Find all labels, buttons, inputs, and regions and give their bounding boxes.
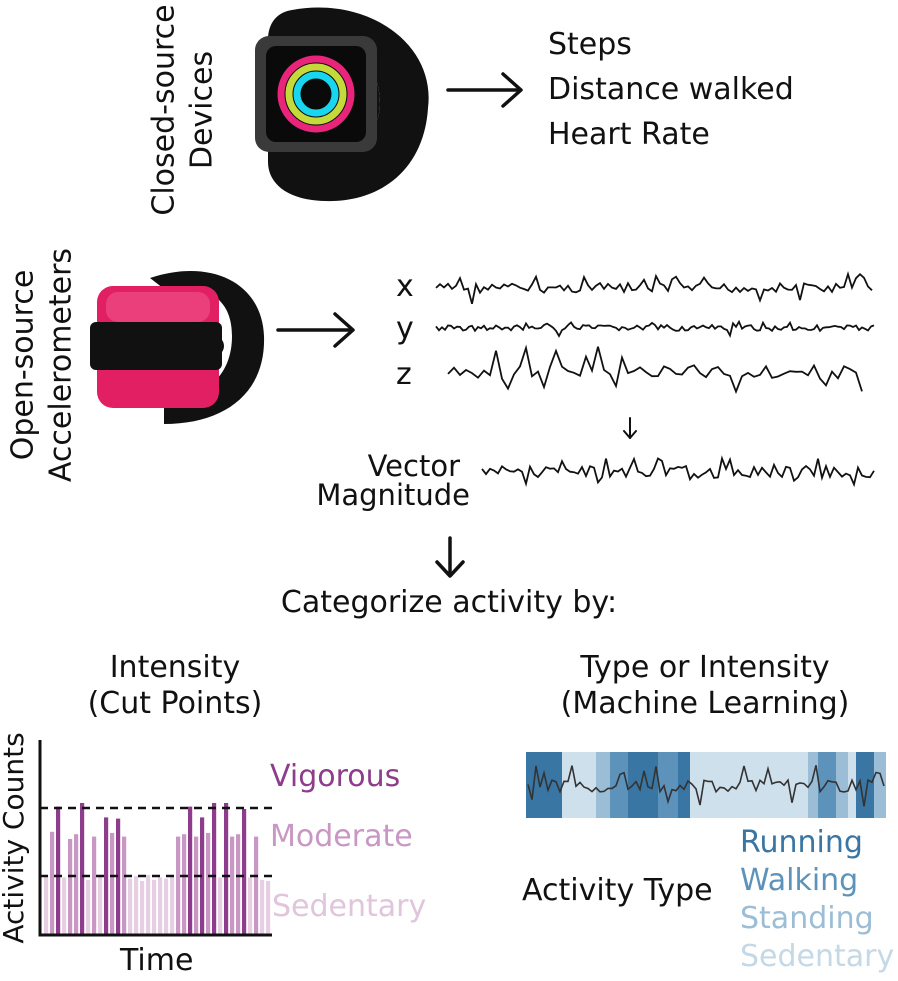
arrow-down-icon xyxy=(435,536,465,578)
activity-bar xyxy=(176,836,181,935)
cut-points-title-line1: Intensity xyxy=(109,650,241,685)
activity-bar xyxy=(74,834,79,935)
vector-line1: Vector xyxy=(367,449,460,483)
ml-segment-standing xyxy=(808,752,818,818)
ml-segment-ml-sedentary xyxy=(562,752,596,818)
activity-bar xyxy=(62,877,67,935)
activity-bar xyxy=(128,878,133,935)
level-vigorous: Vigorous xyxy=(270,759,401,794)
activity-bar xyxy=(92,836,97,935)
ml-title: Type or Intensity (Machine Learning) xyxy=(525,650,885,722)
class-standing: Standing xyxy=(740,901,874,936)
axis-z-label: z xyxy=(396,357,412,392)
level-moderate: Moderate xyxy=(270,819,413,854)
ml-segment-standing xyxy=(836,752,848,818)
arrow-right-icon xyxy=(446,72,523,108)
ml-signal xyxy=(527,765,885,807)
ml-segment-walking xyxy=(610,752,628,818)
activity-bar xyxy=(164,878,169,935)
ml-title-line1: Type or Intensity xyxy=(580,650,830,685)
activity-bar xyxy=(266,881,271,935)
activity-bar xyxy=(242,809,247,935)
activity-bar xyxy=(170,876,175,935)
activity-bar xyxy=(122,836,127,935)
activity-bar xyxy=(218,877,223,935)
activity-bar xyxy=(260,879,265,935)
cut-points-xlabel: Time xyxy=(120,943,194,978)
open-source-line2: Accelerometers xyxy=(43,247,78,483)
accelerometer-device-icon xyxy=(90,271,265,424)
cut-points-chart xyxy=(38,740,272,937)
activity-bar xyxy=(206,833,211,935)
level-sedentary: Sedentary xyxy=(272,889,427,924)
chart-axes xyxy=(38,740,272,937)
class-sedentary: Sedentary xyxy=(740,939,895,974)
ml-segment-walking xyxy=(818,752,836,818)
activity-bar xyxy=(44,875,49,935)
x-signal xyxy=(435,270,873,305)
activity-bar xyxy=(50,831,55,935)
ml-segment-ml-sedentary xyxy=(690,752,808,818)
activity-bar xyxy=(182,834,187,935)
class-running: Running xyxy=(740,825,863,860)
activity-bar xyxy=(230,836,235,935)
y-signal xyxy=(435,319,875,338)
activity-bar xyxy=(116,818,121,935)
activity-bar xyxy=(200,817,205,935)
vector-magnitude-label: Vector Magnitude xyxy=(292,452,470,510)
ml-segment-running xyxy=(526,752,562,818)
axis-x-label: x xyxy=(396,269,414,304)
activity-bar xyxy=(248,877,253,935)
activity-bar xyxy=(152,879,157,935)
activity-bar xyxy=(158,877,163,935)
activity-bar xyxy=(68,839,73,935)
ml-strip xyxy=(526,752,886,818)
vector-magnitude-signal xyxy=(481,455,875,488)
axis-y-label: y xyxy=(396,311,414,346)
closed-source-line1: Closed-source xyxy=(146,4,182,216)
class-walking: Walking xyxy=(740,863,859,898)
output-heart-rate: Heart Rate xyxy=(548,117,710,152)
z-signal xyxy=(447,344,863,395)
activity-bar xyxy=(224,803,229,935)
closed-source-label: Closed-source Devices xyxy=(146,4,221,215)
smartwatch-icon xyxy=(255,7,429,202)
activity-type-label: Activity Type xyxy=(522,873,713,908)
cut-points-ylabel: Activity Counts xyxy=(0,732,30,944)
ml-segment-ml-sedentary xyxy=(848,752,856,818)
activity-bar xyxy=(236,834,241,935)
cut-points-title-line2: (Cut Points) xyxy=(87,686,263,721)
output-distance: Distance walked xyxy=(548,72,794,107)
closed-source-line2: Devices xyxy=(184,50,219,170)
categorize-label: Categorize activity by: xyxy=(280,585,618,620)
ml-segment-standing xyxy=(874,752,886,818)
activity-bar xyxy=(254,836,259,935)
activity-bar xyxy=(188,806,193,935)
ml-segment-standing xyxy=(596,752,610,818)
ml-segment-walking xyxy=(658,752,678,818)
activity-bar xyxy=(212,803,217,935)
output-steps: Steps xyxy=(548,27,632,62)
activity-bar xyxy=(86,879,91,935)
open-source-label: Open-source Accelerometers xyxy=(5,248,80,482)
arrow-down-small-icon xyxy=(623,417,637,439)
activity-bar xyxy=(110,833,115,935)
activity-bar xyxy=(194,836,199,935)
ml-title-line2: (Machine Learning) xyxy=(560,686,850,721)
activity-bar xyxy=(56,806,61,935)
activity-bar xyxy=(98,875,103,935)
activity-bar xyxy=(134,876,139,935)
activity-bar xyxy=(80,803,85,935)
activity-bar xyxy=(104,817,109,935)
open-source-line1: Open-source xyxy=(5,269,41,461)
ml-segment-running xyxy=(678,752,690,818)
vector-line2: Magnitude xyxy=(316,478,470,512)
arrow-right-icon-2 xyxy=(276,312,355,348)
ml-segment-running xyxy=(856,752,874,818)
activity-bar xyxy=(146,875,151,935)
cut-points-title: Intensity (Cut Points) xyxy=(60,650,290,722)
activity-bar xyxy=(140,881,145,935)
